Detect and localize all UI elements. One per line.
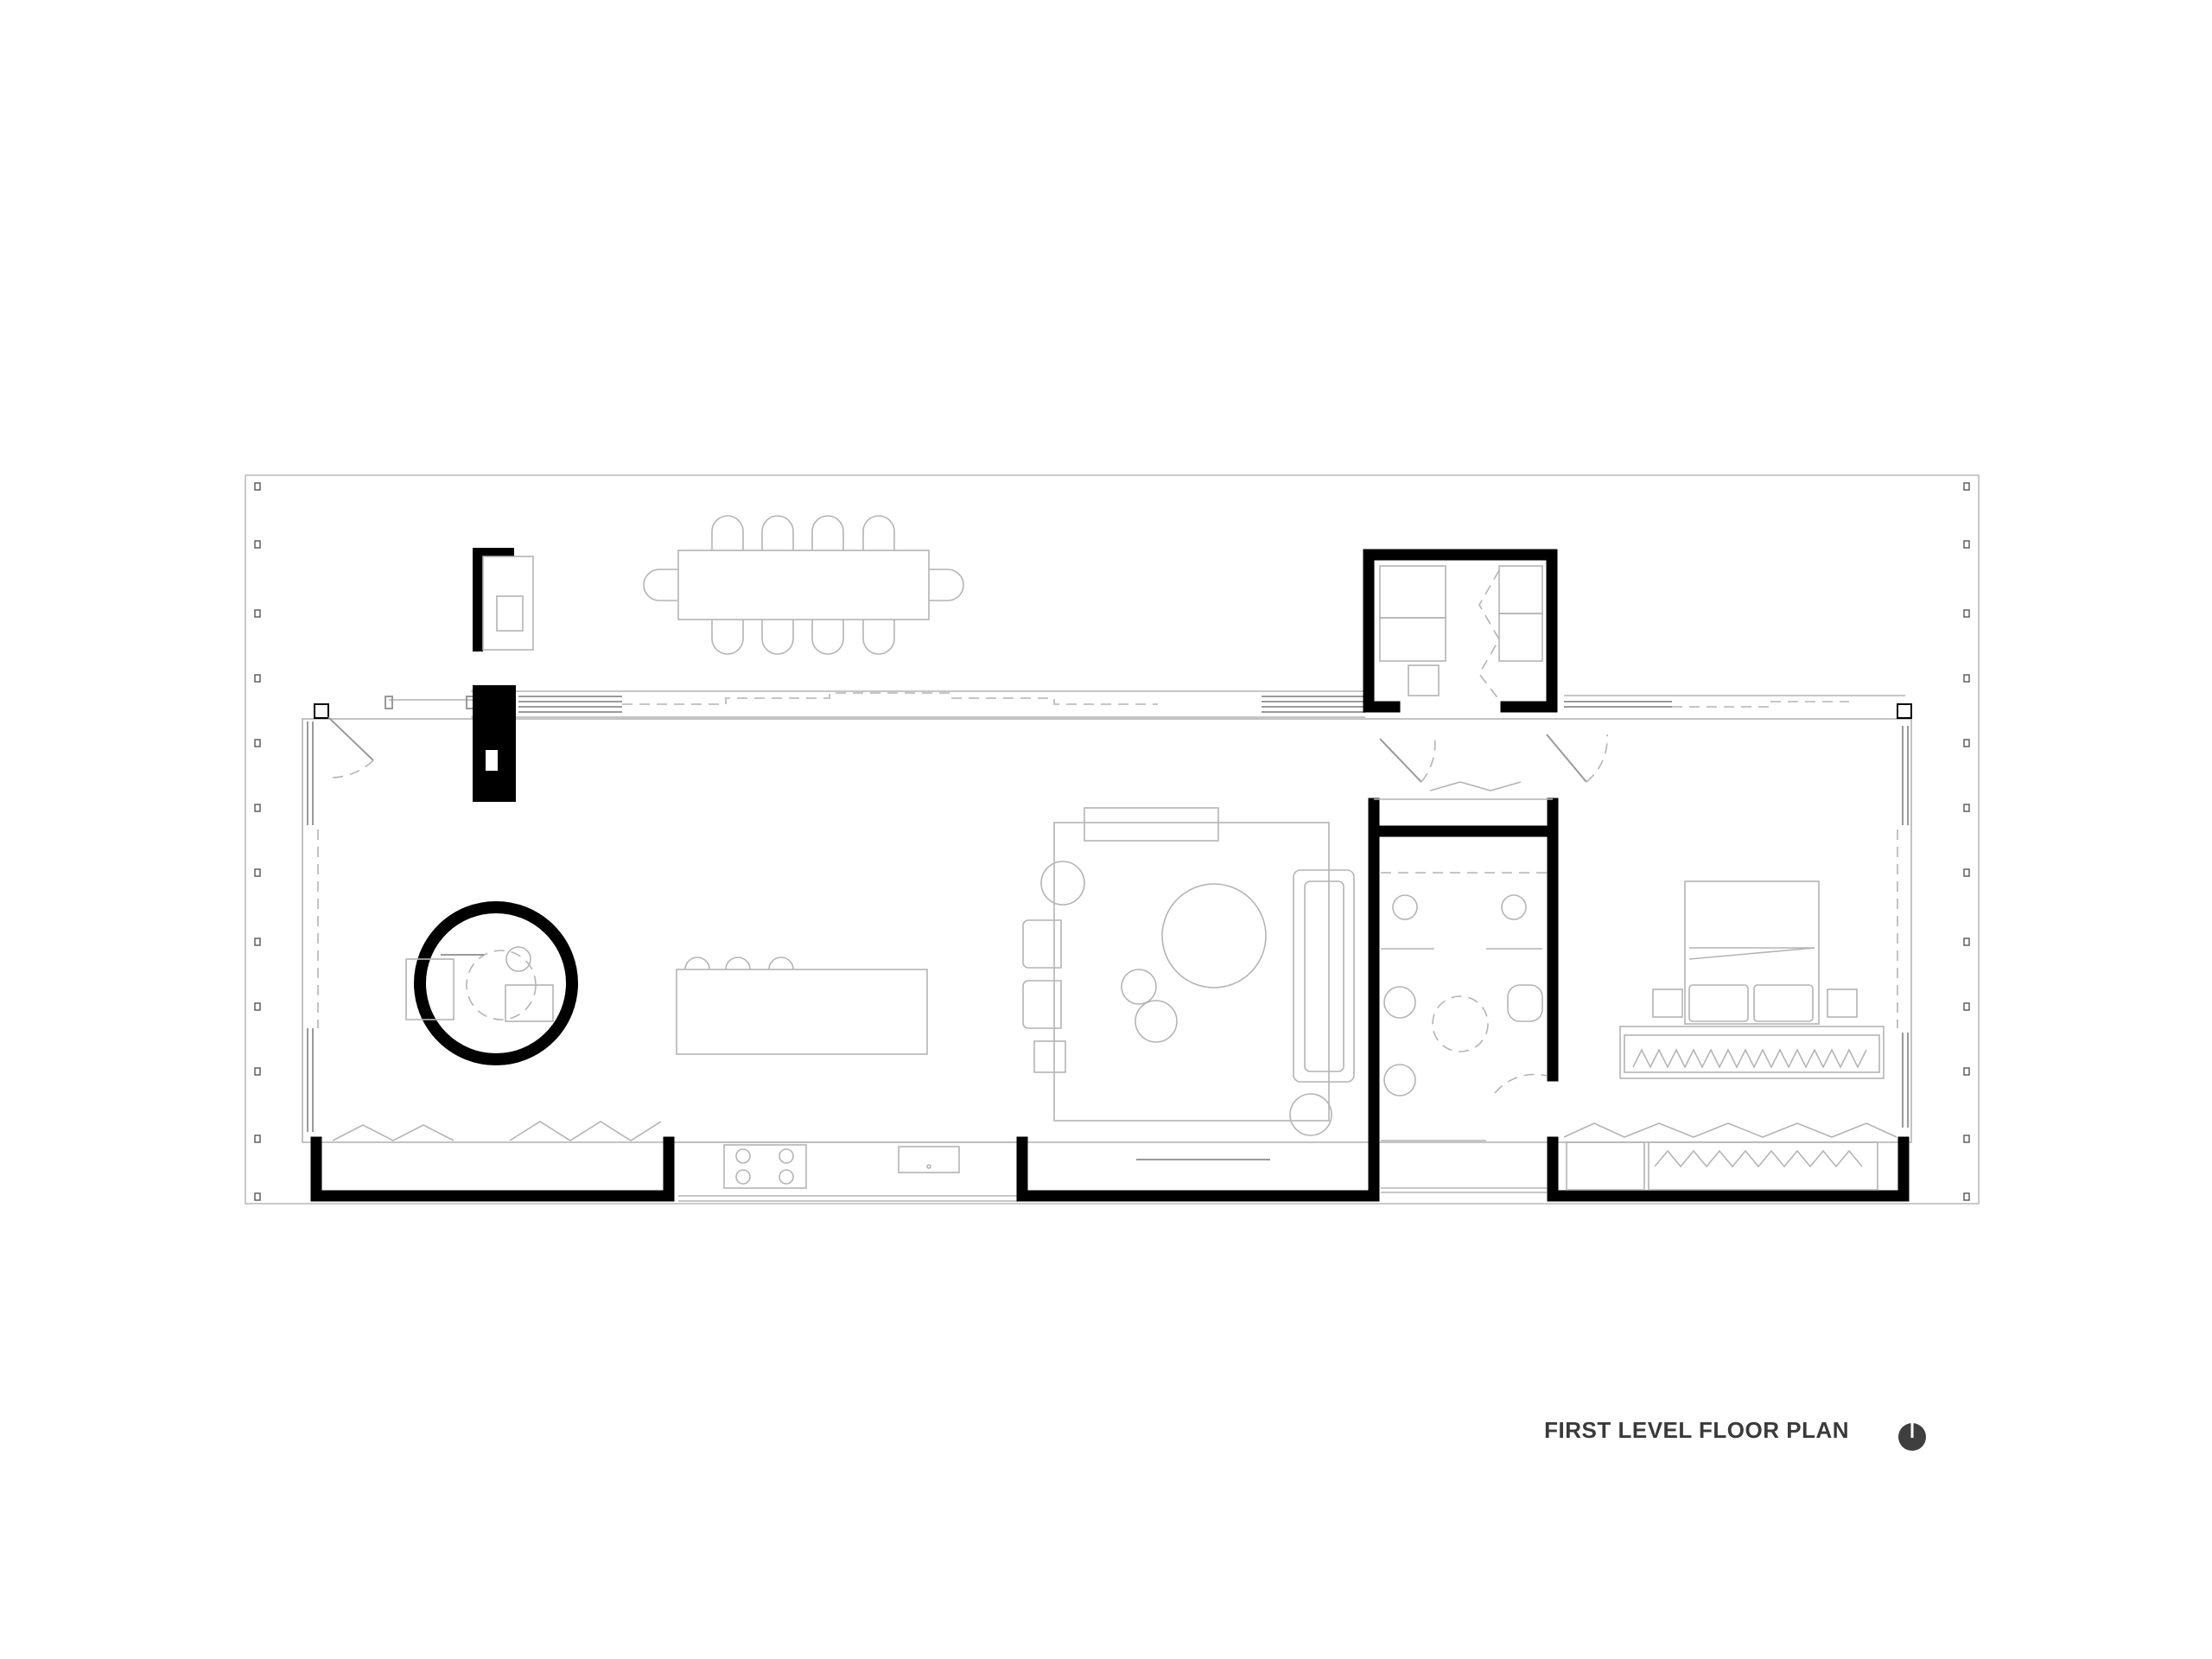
deck-post-marker xyxy=(254,609,261,618)
fireplace-wall xyxy=(473,548,534,802)
deck-outline xyxy=(245,474,1980,1205)
deck-post-marker xyxy=(254,540,261,549)
dining-chair xyxy=(761,515,794,550)
deck-posts-left xyxy=(254,482,261,1201)
deck-post-marker xyxy=(1963,868,1970,877)
deck-post-marker xyxy=(1963,938,1970,946)
living-area xyxy=(1022,807,1355,1136)
deck-post-marker xyxy=(1963,1192,1970,1201)
deck-post-marker xyxy=(254,482,261,491)
round-powder-room xyxy=(405,901,578,1065)
left-glass-wall xyxy=(307,721,319,1132)
deck-post-marker xyxy=(1963,482,1970,491)
kitchen-counter xyxy=(678,1141,1018,1202)
deck-post-marker xyxy=(254,1067,261,1076)
dining-chair xyxy=(929,569,964,601)
deck-post-marker xyxy=(254,1135,261,1143)
dining-chair xyxy=(811,620,844,655)
dining-chair xyxy=(862,515,895,550)
dining-chair xyxy=(711,515,744,550)
deck-post-marker xyxy=(1963,1002,1970,1011)
dining-chair xyxy=(811,515,844,550)
deck-post-marker xyxy=(254,739,261,747)
dining-chairs xyxy=(643,515,964,655)
bedroom xyxy=(1563,726,1909,1191)
drawing-title: FIRST LEVEL FLOOR PLAN xyxy=(1544,1417,1849,1443)
interior-outline xyxy=(302,718,1912,1143)
deck-post-marker xyxy=(254,868,261,877)
entry-door-left xyxy=(327,696,474,779)
deck-post-marker xyxy=(1963,1067,1970,1076)
dining-chair xyxy=(643,569,678,601)
column-left xyxy=(314,703,329,719)
dining-table xyxy=(643,515,964,655)
dining-chair xyxy=(862,620,895,655)
deck-post-marker xyxy=(1963,540,1970,549)
deck-post-marker xyxy=(1963,674,1970,683)
north-arrow-icon xyxy=(1898,1423,1926,1451)
exterior-walls xyxy=(310,798,1910,1202)
sliding-doors-top xyxy=(518,692,1849,713)
dining-chair xyxy=(761,620,794,655)
hall-doors xyxy=(1374,734,1608,800)
deck-post-marker xyxy=(254,938,261,946)
deck-post-marker xyxy=(254,674,261,683)
bathroom xyxy=(1381,872,1548,1193)
deck-posts-right xyxy=(1963,482,1970,1201)
deck-post-marker xyxy=(1963,804,1970,812)
deck-post-marker xyxy=(254,1192,261,1201)
deck-post-marker xyxy=(254,1002,261,1011)
deck-post-marker xyxy=(1963,739,1970,747)
dining-chair xyxy=(711,620,744,655)
utility-room xyxy=(1363,549,1558,713)
column-right xyxy=(1897,703,1912,719)
folding-doors-bottom xyxy=(332,1121,662,1141)
deck-post-marker xyxy=(254,804,261,812)
deck-post-marker xyxy=(1963,1135,1970,1143)
kitchen-island xyxy=(676,957,928,1055)
deck-post-marker xyxy=(1963,609,1970,618)
